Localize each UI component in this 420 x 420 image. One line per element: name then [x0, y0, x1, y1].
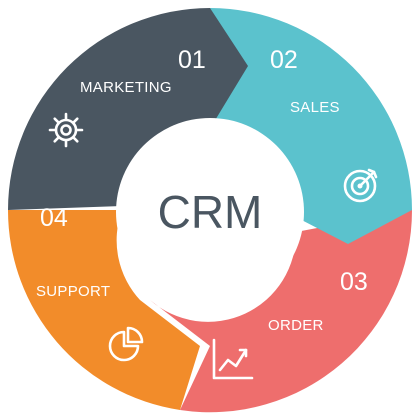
segments-layer [7, 8, 413, 413]
segment-support [7, 210, 200, 410]
center-label: CRM [158, 186, 263, 238]
line-chart-icon [212, 338, 254, 380]
segment-number-support: 04 [40, 204, 68, 232]
segment-number-order: 03 [340, 268, 368, 296]
center-circle [116, 118, 304, 306]
segment-label-order: ORDER [268, 317, 324, 334]
segment-label-sales: SALES [290, 99, 340, 116]
segment-label-marketing: MARKETING [80, 79, 172, 96]
segment-number-sales: 02 [270, 46, 298, 74]
gear-icon [48, 112, 84, 148]
segment-order [150, 210, 413, 413]
target-icon [343, 168, 378, 203]
segment-marketing [8, 8, 248, 210]
segment-number-marketing: 01 [178, 46, 206, 74]
pie-chart-icon [108, 326, 144, 362]
segment-label-support: SUPPORT [36, 283, 110, 300]
